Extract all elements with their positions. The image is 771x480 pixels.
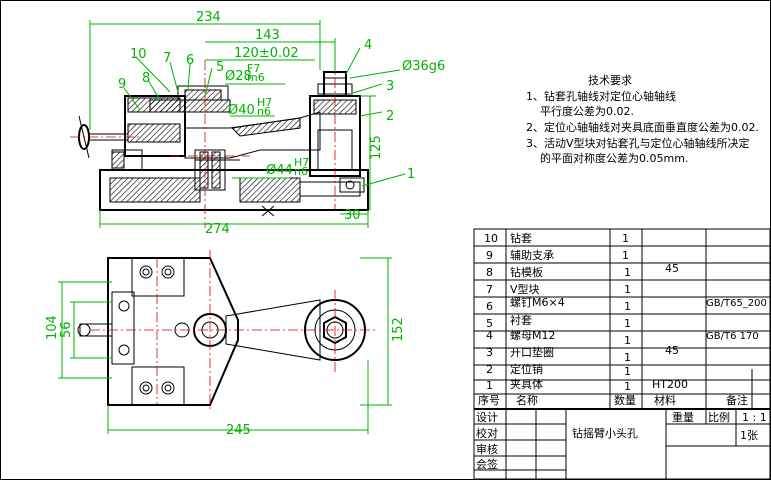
bom-no: 7: [486, 283, 493, 296]
bom-no: 2: [486, 363, 493, 376]
bom-name: 开口垫圈: [510, 345, 554, 359]
dim-d44: Ø44: [266, 163, 293, 178]
bom-no: 8: [486, 266, 493, 279]
bom-header-name: 名称: [516, 393, 538, 407]
bom-qty: 1: [624, 317, 631, 330]
bom-qty: 1: [624, 266, 631, 279]
balloon-6: 6: [186, 53, 194, 68]
dim-d40: Ø40: [228, 103, 255, 118]
dim-125: 125: [369, 135, 384, 160]
bom-material: 45: [665, 344, 679, 357]
bom-qty: 1: [624, 334, 631, 347]
balloon-2: 2: [386, 109, 394, 124]
tb-check: 校对: [476, 426, 498, 440]
bom-qty: 1: [624, 300, 631, 313]
tb-weight: 重量: [672, 410, 694, 424]
dim-d44-tol: H7: [294, 156, 309, 169]
bom-no: 1: [486, 379, 493, 392]
tech-line2: 2、定位心轴轴线对夹具底面垂直度公差为0.02.: [526, 120, 759, 134]
drawing-title: 钻摇臂小头孔: [572, 426, 638, 440]
technical-requirements: 技术要求 1、钻套孔轴线对定位心轴轴线 平行度公差为0.02. 2、定位心轴轴线…: [526, 74, 759, 165]
balloon-10: 10: [130, 47, 147, 62]
dim-143: 143: [255, 28, 280, 43]
tech-line1: 1、钻套孔轴线对定位心轴轴线: [526, 89, 676, 103]
dim-274: 274: [205, 222, 230, 237]
balloon-1: 1: [407, 167, 415, 182]
bom-header-note: 备注: [726, 393, 748, 407]
top-view: [77, 250, 375, 412]
front-dimensions: 234 143 120±0.02 Ø28 F7 m6 Ø40 H7 n6 Ø36…: [89, 10, 445, 237]
front-view: [70, 60, 369, 228]
bom-name: 螺钉M6×4: [510, 296, 565, 309]
bom-table: [474, 228, 770, 410]
balloon-9: 9: [118, 77, 126, 92]
dim-d40-tol2: n6: [257, 105, 271, 118]
balloon-7: 7: [163, 51, 171, 66]
dim-30: 30: [344, 208, 361, 223]
bom-no: 3: [486, 346, 493, 359]
bom-qty: 1: [622, 232, 629, 245]
bom-name: 螺母M12: [510, 329, 556, 342]
tb-review: 审核: [476, 442, 498, 456]
bom-material: HT200: [652, 378, 688, 391]
bom-qty: 1: [624, 351, 631, 364]
balloon-4: 4: [364, 38, 372, 53]
dim-d36: Ø36g6: [402, 59, 445, 74]
bom-no: 10: [484, 232, 498, 245]
tb-design: 设计: [476, 411, 498, 424]
tb-approve: 会签: [476, 457, 498, 471]
dim-d28-tol: F7: [247, 62, 260, 75]
tech-line1b: 平行度公差为0.02.: [540, 104, 634, 118]
tech-title: 技术要求: [588, 74, 632, 87]
bom-name: 衬套: [510, 314, 532, 327]
bom-qty: 1: [624, 365, 631, 378]
bom-name: V型块: [510, 282, 540, 296]
bom-no: 4: [486, 329, 493, 342]
bom-name: 定位销: [510, 362, 543, 376]
balloon-5: 5: [216, 60, 224, 75]
tech-line3: 3、活动V型块对钻套孔与定位心轴轴线所决定: [526, 136, 750, 150]
balloon-3: 3: [386, 79, 394, 94]
bom-header-material: 材料: [654, 393, 676, 407]
bom-qty: 1: [624, 283, 631, 296]
tb-scale-label: 比例: [708, 410, 730, 424]
bom-header-no: 序号: [478, 393, 500, 407]
dim-152: 152: [391, 317, 406, 342]
dim-d44-tol2: n6: [294, 165, 308, 178]
dim-104: 104: [45, 315, 60, 340]
dim-245: 245: [226, 423, 251, 438]
bom-qty: 1: [624, 380, 631, 393]
bom-name: 夹具体: [510, 377, 543, 391]
bom-note: GB/T6 170: [706, 331, 759, 342]
bom-name: 钻套: [510, 231, 532, 245]
bom-material: 45: [665, 262, 679, 275]
tech-line3b: 的平面对称度公差为0.05mm.: [540, 151, 688, 165]
dim-d28: Ø28: [225, 69, 252, 84]
bom-name: 钻模板: [510, 265, 543, 279]
bom-no: 9: [486, 249, 493, 262]
bom-no: 6: [486, 300, 493, 313]
bom-note: GB/T65_200: [706, 298, 767, 309]
dim-234: 234: [196, 10, 221, 25]
bom-no: 5: [486, 317, 493, 330]
tb-sheets: 1张: [740, 429, 758, 442]
title-block: 设计 校对 审核 会签 钻摇臂小头孔 重量 比例 1 : 1 1张: [474, 369, 770, 479]
bom-rows: 10 钻套 1 9 辅助支承 1 8 钻模板 1 45 7 V型块 1 6 螺钉…: [478, 231, 767, 407]
bom-header-qty: 数量: [614, 394, 636, 407]
bom-name: 辅助支承: [510, 248, 554, 262]
balloon-8: 8: [142, 71, 150, 86]
dim-d40-tol: H7: [257, 96, 272, 109]
dim-120: 120±0.02: [234, 46, 299, 61]
dim-56: 56: [59, 321, 74, 338]
tb-scale-value: 1 : 1: [742, 411, 767, 424]
top-dimensions: 104 56 152 245: [45, 257, 406, 438]
dim-d28-tol2: m6: [247, 71, 265, 84]
bom-qty: 1: [622, 249, 629, 262]
